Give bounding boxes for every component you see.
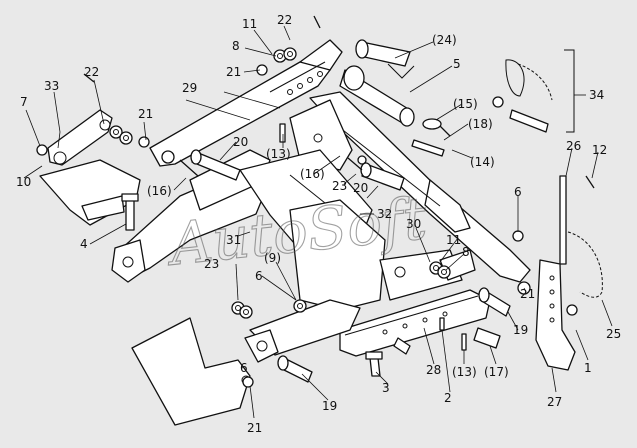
callout-30: 30 (406, 217, 421, 231)
callout-21: 21 (226, 65, 241, 79)
left-link-part (39, 109, 141, 226)
hitch-plate-part (535, 259, 576, 371)
callout-14: (14) (470, 155, 495, 169)
lower-beam-part (339, 289, 491, 357)
callout-19b: 19 (513, 323, 528, 337)
callout-22: 22 (277, 13, 292, 27)
callout-20: 20 (233, 135, 248, 149)
chain-part-25 (567, 231, 603, 298)
callout-6: 6 (514, 185, 522, 199)
callout-12: 12 (592, 143, 607, 157)
pin-part-24 (355, 39, 415, 79)
callout-7: 7 (20, 95, 28, 109)
callout-28: 28 (426, 363, 441, 377)
callout-5: 5 (453, 57, 461, 71)
callout-16b: (16) (300, 167, 325, 181)
callout-22b: 22 (84, 65, 99, 79)
callout-21d: 21 (247, 421, 262, 435)
pin-part-20a (190, 149, 241, 181)
callout-16: (16) (147, 184, 172, 198)
upper-arm-part (149, 39, 343, 167)
callout-6c: 6 (240, 361, 248, 375)
pin-part-20b (360, 162, 405, 191)
lower-left-arm-part (244, 299, 361, 363)
callout-labels: 11 22 8 21 29 (24) 5 (15) (18) (14) 34 3… (16, 13, 621, 435)
callout-10: 10 (16, 175, 31, 189)
callout-3: 3 (382, 381, 390, 395)
pin-part-19a (277, 355, 313, 383)
side-plate-part (289, 99, 353, 171)
callout-23b: 23 (204, 257, 219, 271)
callout-20b: 20 (353, 181, 368, 195)
callout-26: 26 (566, 139, 581, 153)
callout-13b: (13) (452, 365, 477, 379)
callout-2: 2 (444, 391, 452, 405)
callout-25: 25 (606, 327, 621, 341)
bolt-part-2b (393, 337, 411, 355)
callout-18: (18) (468, 117, 493, 131)
center-frame-part (289, 199, 476, 311)
callout-23: 23 (332, 179, 347, 193)
callout-29: 29 (182, 81, 197, 95)
callout-27: 27 (547, 395, 562, 409)
callout-11b: 11 (446, 233, 461, 247)
leader-lines (23, 25, 613, 419)
callout-13: (13) (266, 147, 291, 161)
small-pins (83, 15, 595, 351)
callout-21b: 21 (138, 107, 153, 121)
callout-4: 4 (80, 237, 88, 251)
callout-19: 19 (322, 399, 337, 413)
callout-24: (24) (432, 33, 457, 47)
bolt-part-3 (365, 351, 383, 377)
shackle-part-34 (492, 49, 575, 133)
callout-15: (15) (453, 97, 478, 111)
callout-6b: 6 (255, 269, 263, 283)
bottom-plate-part (131, 317, 251, 426)
pin-part-17 (473, 327, 501, 349)
callout-31: 31 (226, 233, 241, 247)
callout-34: 34 (589, 88, 604, 102)
pin-part-19b (478, 287, 511, 317)
callout-8b: 8 (462, 245, 470, 259)
callout-11: 11 (242, 17, 257, 31)
callout-21c: 21 (520, 287, 535, 301)
callout-8: 8 (232, 39, 240, 53)
callout-9: (9) (264, 251, 281, 265)
main-diagonal-arm-part (309, 91, 531, 283)
callout-33: 33 (44, 79, 59, 93)
callout-1: 1 (584, 361, 592, 375)
callout-17: (17) (484, 365, 509, 379)
callout-32: 32 (377, 207, 392, 221)
bolt-part-4 (121, 193, 139, 231)
pin-part-5 (339, 65, 415, 127)
washer-group (36, 47, 578, 388)
pin-part-26 (559, 175, 567, 265)
